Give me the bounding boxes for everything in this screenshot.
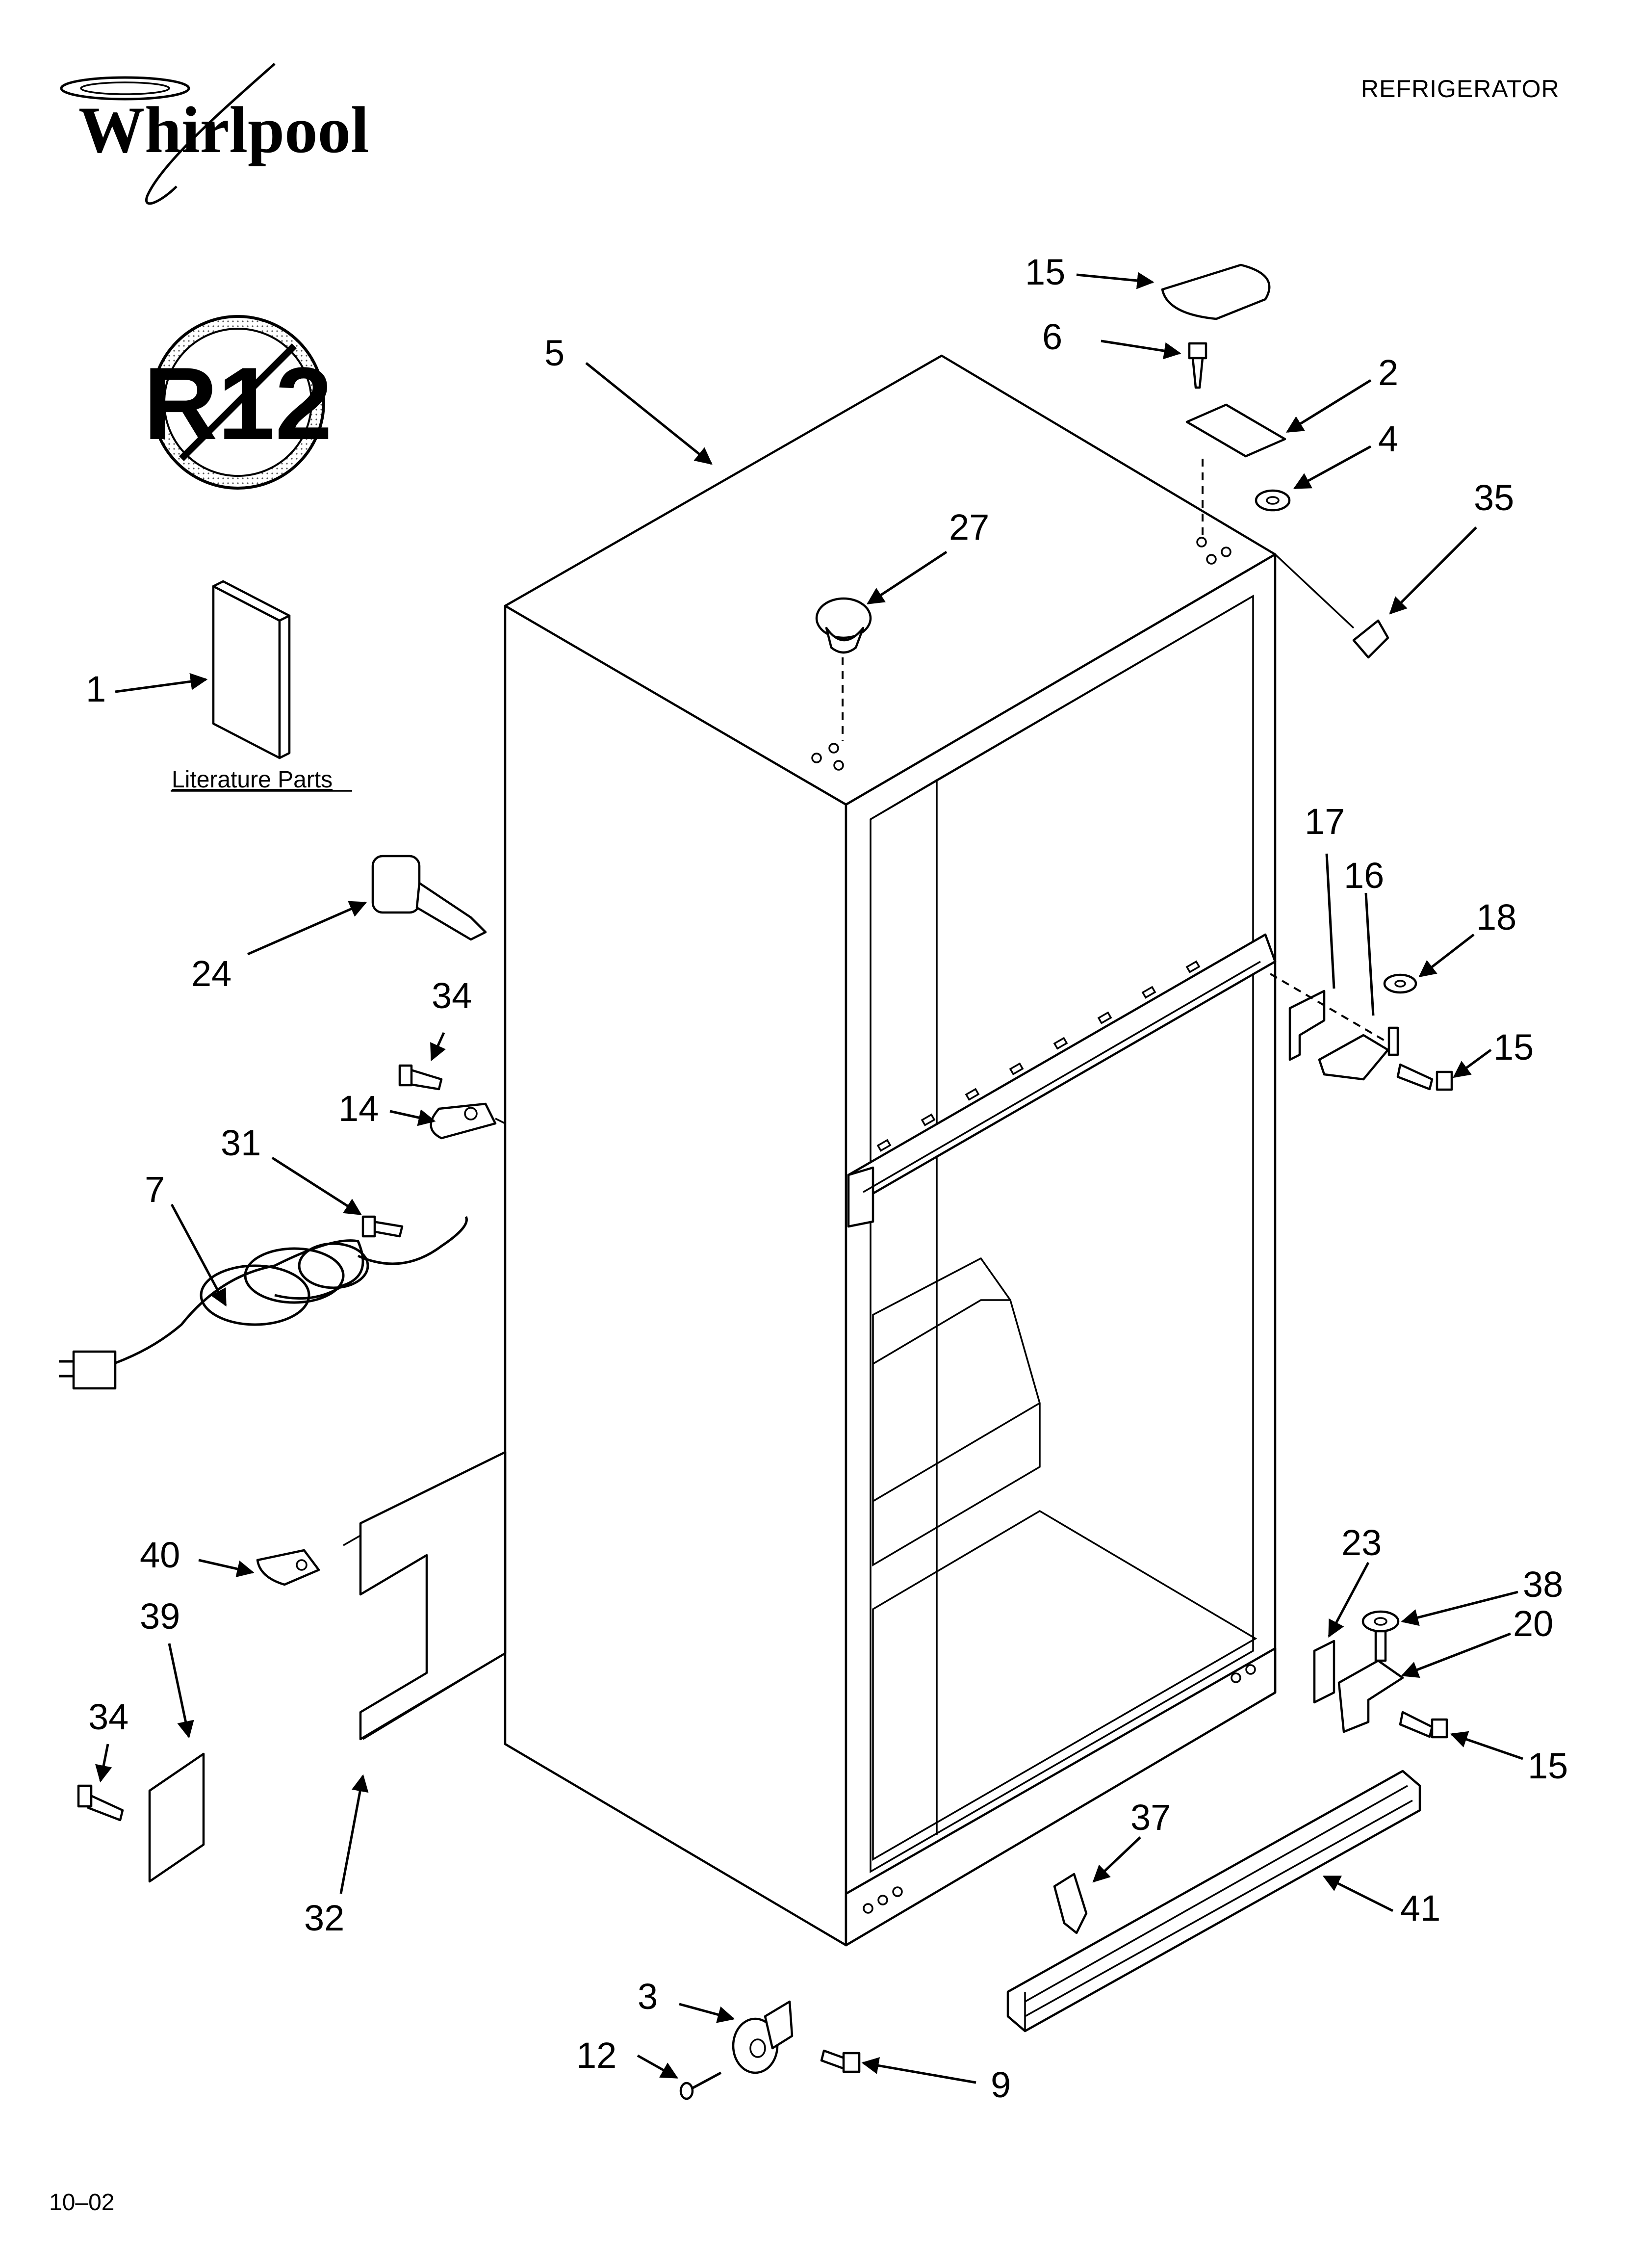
screw-part xyxy=(1396,1063,1453,1091)
callout-label: 3 xyxy=(638,1976,658,2017)
bottom-hinge-bracket-part xyxy=(1313,1640,1335,1704)
axle-pin-part xyxy=(679,2071,722,2100)
callout-label: 35 xyxy=(1474,477,1514,518)
callout-label: 12 xyxy=(576,2035,616,2076)
screw-part xyxy=(1399,1711,1448,1739)
grille-clip-part xyxy=(1053,1873,1088,1934)
callout-labels: 15 6 5 2 4 35 27 1 17 16 18 24 34 15 14 … xyxy=(86,252,1568,2105)
hinge-cap-part xyxy=(1352,619,1389,659)
ground-screw-part xyxy=(361,1215,404,1238)
callout-label: 39 xyxy=(140,1596,180,1637)
callout-label: 34 xyxy=(88,1696,128,1737)
callout-label: 24 xyxy=(191,953,231,994)
callout-label: 15 xyxy=(1528,1746,1568,1786)
cover-plate-part xyxy=(148,1752,205,1883)
roller-part xyxy=(732,2000,794,2074)
hinge-cover-part xyxy=(1161,263,1271,320)
whirlpool-logo: Whirlpool xyxy=(60,63,369,205)
callout-label: 23 xyxy=(1341,1522,1382,1563)
callout-label: 20 xyxy=(1513,1603,1553,1644)
date-code: 10–02 xyxy=(49,2190,114,2216)
no-r12-badge: R12 xyxy=(143,315,333,490)
callout-label: 32 xyxy=(304,1898,344,1938)
cord-clamp-part xyxy=(430,1102,497,1140)
callout-label: 2 xyxy=(1378,352,1398,393)
washer-part xyxy=(1361,1610,1400,1633)
callout-label: 41 xyxy=(1400,1888,1440,1929)
leader-lines xyxy=(95,272,1523,2084)
callout-label: 18 xyxy=(1476,897,1516,938)
valve-fitting-part xyxy=(371,855,487,941)
bottom-hinge-part xyxy=(1337,1659,1404,1733)
logo-swirl-icon xyxy=(60,76,190,101)
access-bracket-part xyxy=(359,1451,507,1741)
brand-wordmark: Whirlpool xyxy=(78,94,369,167)
power-cord-part xyxy=(59,1216,468,1390)
callout-label: 7 xyxy=(145,1169,165,1210)
callout-label: 9 xyxy=(991,2064,1011,2105)
top-hinge-part xyxy=(1185,403,1286,458)
clamp-part xyxy=(256,1549,320,1586)
screw-part xyxy=(398,1064,443,1091)
screw-part xyxy=(820,2049,861,2073)
callout-label: 27 xyxy=(949,507,989,547)
plug-button-part xyxy=(815,597,872,654)
literature-booklet xyxy=(212,580,291,759)
callout-label: 15 xyxy=(1025,252,1065,292)
callout-label: 1 xyxy=(86,669,106,709)
toe-grille-part xyxy=(1006,1770,1421,2033)
screw-part xyxy=(77,1784,124,1822)
callout-label: 4 xyxy=(1378,418,1398,459)
cabinet xyxy=(343,354,1277,1947)
callout-label: 16 xyxy=(1344,855,1384,896)
callout-label: 15 xyxy=(1493,1027,1534,1068)
callout-label: 40 xyxy=(140,1535,180,1575)
cabinet-side xyxy=(504,604,847,1947)
callout-label: 34 xyxy=(432,975,472,1016)
callout-label: 17 xyxy=(1305,801,1345,842)
literature-label: Literature Parts xyxy=(172,767,333,793)
washer-part xyxy=(1383,973,1417,994)
hinge-bracket-part xyxy=(1288,990,1326,1061)
callout-label: 37 xyxy=(1130,1797,1171,1838)
screw-part xyxy=(1188,342,1207,389)
callout-label: 14 xyxy=(338,1088,379,1129)
callout-label: 6 xyxy=(1042,316,1062,357)
diagram-category: REFRIGERATOR xyxy=(1361,75,1560,103)
washer-part xyxy=(1255,489,1291,512)
callout-label: 5 xyxy=(544,333,564,373)
center-hinge-part xyxy=(1318,1034,1389,1081)
callout-label: 38 xyxy=(1523,1564,1563,1605)
callout-label: 31 xyxy=(221,1122,261,1163)
